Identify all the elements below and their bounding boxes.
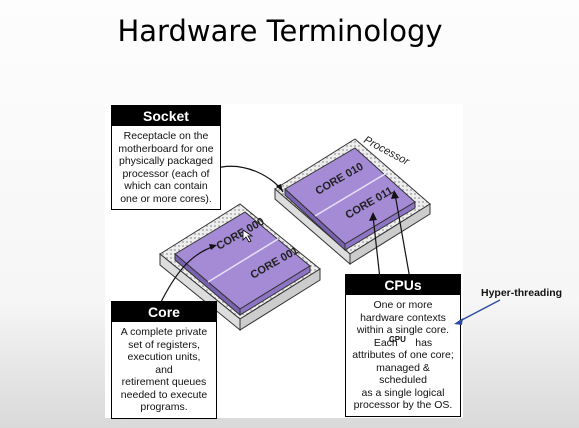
socket-line: processor (each of <box>122 167 210 180</box>
chip-right <box>284 147 416 252</box>
cpu-connector-b <box>394 193 411 280</box>
cpus-line: within a single core. <box>356 324 450 336</box>
cpus-line: attributes of one core; <box>352 349 454 361</box>
diagram-panel: CORE 000 CORE 001 CORE 010 CORE 011 Proc… <box>105 104 463 419</box>
cpu-inline-label: CPU <box>389 335 406 344</box>
processor-diagram: CORE 000 CORE 001 CORE 010 CORE 011 Proc… <box>159 134 431 332</box>
socket-line: which can contain <box>124 180 208 192</box>
core-heading: Core <box>112 302 216 322</box>
core-line: A complete private <box>120 326 208 338</box>
socket-line: motherboard for one <box>118 142 214 155</box>
cpu-connector-a <box>372 215 381 280</box>
cursor-icon <box>242 229 254 243</box>
cpus-line: Each has <box>373 336 433 349</box>
cpus-line: hardware contexts <box>360 311 446 324</box>
core-connector <box>159 245 216 305</box>
hyper-threading-arrow <box>457 299 501 323</box>
core-line: retirement queues <box>121 376 207 388</box>
chip-left <box>174 211 311 317</box>
socket-line: one or more cores). <box>120 192 212 205</box>
cpus-line: managed & scheduled <box>376 361 430 387</box>
core-box: Core A complete private set of registers… <box>111 301 217 419</box>
slide-title: Hardware Terminology <box>117 14 443 48</box>
core-line: programs. <box>140 401 188 413</box>
core-line: needed to execute <box>120 388 208 401</box>
cpus-line: as a single logical <box>361 386 445 399</box>
cpus-box: CPUs One or more hardware contexts withi… <box>345 274 461 417</box>
core-line: execution units, and <box>127 351 201 376</box>
socket-connector <box>212 165 284 193</box>
socket-heading: Socket <box>112 106 220 126</box>
hyper-threading-annotation: Hyper-threading <box>481 287 563 299</box>
cpus-heading: CPUs <box>346 275 460 295</box>
socket-line: physically packaged <box>119 155 213 167</box>
socket-box: Socket Receptacle on the motherboard for… <box>111 105 221 210</box>
socket-line: Receptacle on the <box>123 130 209 142</box>
core-line: set of registers, <box>128 338 200 351</box>
cpus-line: One or more <box>373 299 433 311</box>
cpus-line: processor by the OS. <box>353 399 453 411</box>
